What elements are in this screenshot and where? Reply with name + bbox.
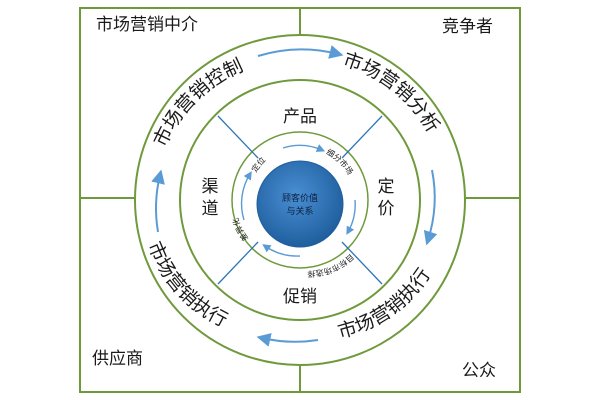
arrow-inner-left	[240, 171, 252, 221]
center-circle	[256, 160, 344, 248]
mix-label-promotion: 促销	[283, 287, 317, 307]
mix-label-channel-char2: 道	[202, 199, 219, 219]
spoke-bottom-left	[217, 241, 259, 285]
corner-label-bottom-left: 供应商	[92, 349, 143, 369]
spoke-bottom-right	[341, 241, 383, 285]
arrow-inner-right	[346, 199, 356, 235]
center-label-line2: 与关系	[286, 205, 313, 217]
arrow-outer-right	[423, 169, 438, 246]
mix-label-price-char2: 价	[378, 199, 395, 219]
mix-label-channel: 渠 道	[202, 177, 219, 219]
mix-label-product: 产品	[283, 107, 317, 127]
center-label-line1: 顾客价值	[282, 192, 318, 204]
arrow-inner-bottom	[262, 244, 301, 257]
mix-label-price-char1: 定	[378, 177, 395, 197]
corner-label-bottom-right: 公众	[462, 361, 496, 381]
corner-label-top-left: 市场营销中介	[96, 15, 198, 35]
mix-label-channel-char1: 渠	[202, 177, 219, 197]
mix-label-price: 定 价	[378, 177, 395, 219]
arrow-outer-left	[151, 169, 165, 233]
spoke-top-left	[217, 115, 259, 159]
arrow-inner-top	[282, 144, 326, 152]
spoke-top-right	[341, 115, 383, 159]
corner-label-top-right: 竞争者	[442, 17, 493, 37]
arrow-outer-top	[257, 45, 344, 59]
arrow-outer-bottom	[256, 333, 319, 347]
